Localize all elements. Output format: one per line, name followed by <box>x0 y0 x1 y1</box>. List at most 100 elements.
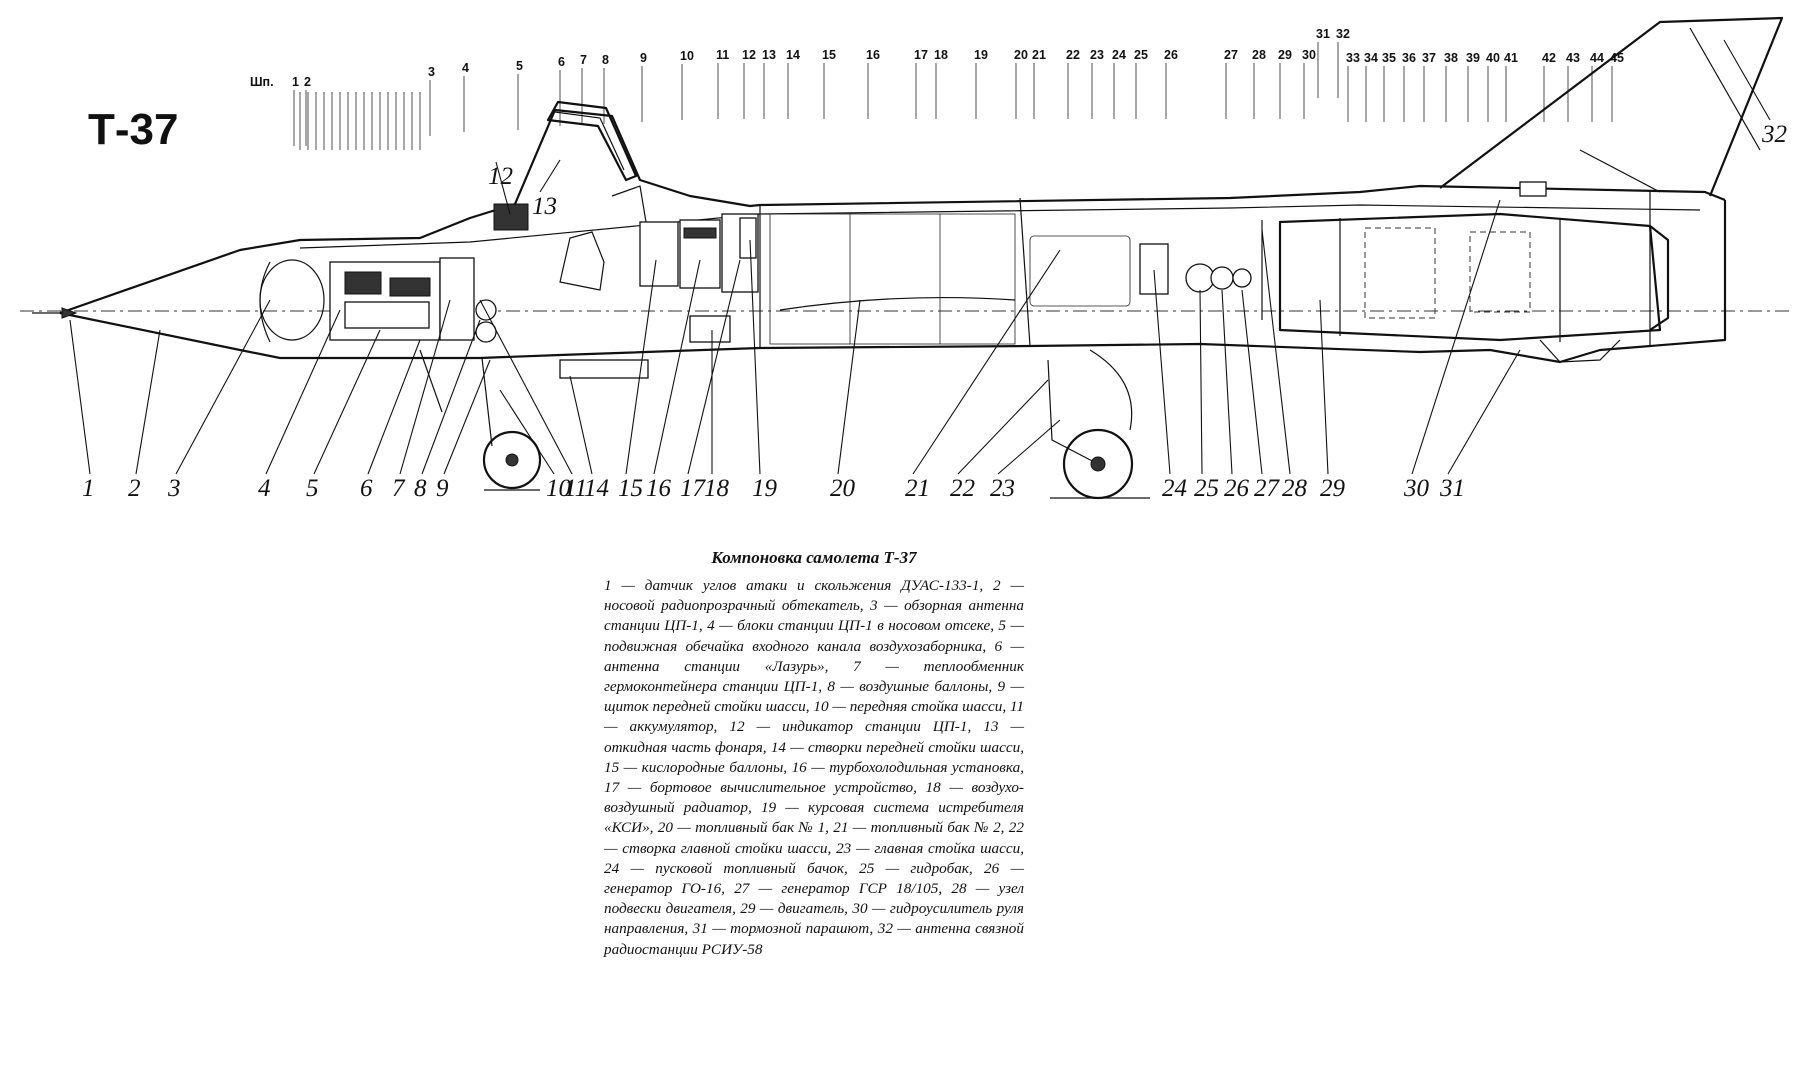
frame-number: 31 <box>1316 27 1330 41</box>
radar-antenna <box>259 259 325 341</box>
fuselage-lower-outline <box>59 200 1727 364</box>
engine-dashed-box-b <box>1469 231 1531 313</box>
bulkhead-mid <box>1019 197 1031 347</box>
ksi-unit <box>739 217 757 259</box>
callout-number: 14 <box>584 475 609 502</box>
generator-gsr <box>1232 268 1252 288</box>
callout-leader <box>399 299 451 475</box>
callout-leader <box>495 161 511 215</box>
cp1-block-a <box>344 271 382 295</box>
frame-number: 44 <box>1590 51 1604 65</box>
callout-leader <box>367 339 421 475</box>
nozzle <box>1649 225 1670 331</box>
callout-leader <box>421 319 481 475</box>
callout-leader <box>1153 269 1171 475</box>
lazur-antenna <box>419 349 443 413</box>
callout-number: 5 <box>306 475 319 502</box>
frame-number: 1 <box>292 75 299 89</box>
frame-number: 9 <box>640 51 647 65</box>
callout-number: 30 <box>1403 475 1430 502</box>
heat-exchanger <box>439 257 475 341</box>
callout-leader <box>749 239 761 475</box>
frame-number: 11 <box>716 48 729 62</box>
fuselage-inner-line <box>299 204 1701 249</box>
frame-number: 37 <box>1422 51 1436 65</box>
nose-equipment-bay <box>329 203 529 413</box>
fuel-tanks <box>769 213 1131 345</box>
callout-number: 6 <box>360 475 373 502</box>
callout-leader <box>1723 39 1771 121</box>
frame-number: 18 <box>934 48 948 62</box>
frame-number: 26 <box>1164 48 1178 62</box>
fuel-tank-2 <box>1029 235 1131 307</box>
generator-go16 <box>1210 266 1234 290</box>
callout-leader <box>499 389 555 475</box>
caption-block: Компоновка самолета Т-37 1 — датчик угло… <box>604 548 1024 960</box>
frame-ruler-ticks <box>299 92 421 150</box>
callout-number: 23 <box>990 475 1015 502</box>
frame-number: 14 <box>786 48 800 62</box>
nose-gear <box>481 357 542 491</box>
caption-body: 1 — датчик углов атаки и скольжения ДУАС… <box>604 577 1024 958</box>
frame-number: 36 <box>1402 51 1416 65</box>
cp1-block-b <box>389 277 431 297</box>
frame-number: 33 <box>1346 51 1360 65</box>
callout-number: 31 <box>1439 475 1465 502</box>
frame-number: 34 <box>1364 51 1378 65</box>
callout-leader <box>539 159 561 193</box>
nose <box>32 259 325 343</box>
callout-leader <box>997 419 1061 475</box>
callout-leader <box>1261 229 1291 475</box>
air-bottle-b <box>475 299 497 321</box>
rudder-actuator-line <box>1579 149 1661 193</box>
frame-number: 39 <box>1466 51 1480 65</box>
callout-number: 32 <box>1761 121 1787 148</box>
frame-number: 38 <box>1444 51 1458 65</box>
callout-leader <box>837 299 861 475</box>
canopy-frame <box>554 111 625 171</box>
callout-leader <box>912 249 1061 475</box>
frame-number: 2 <box>304 75 311 89</box>
frame-number: 6 <box>558 55 565 69</box>
frame-number: 28 <box>1252 48 1266 62</box>
frame-number: 41 <box>1504 51 1518 65</box>
frame-number: 7 <box>580 53 587 67</box>
frame-number: 42 <box>1542 51 1556 65</box>
hydraulic-tank <box>1185 263 1215 293</box>
frame-number: 24 <box>1112 48 1126 62</box>
callout-leader <box>313 329 381 475</box>
ejection-seat <box>559 231 605 291</box>
frame-number: 29 <box>1278 48 1292 62</box>
callout-number: 12 <box>488 163 513 190</box>
start-fuel-tank <box>1139 243 1169 295</box>
callout-number: 27 <box>1254 475 1281 502</box>
callout-number: 11 <box>564 475 587 502</box>
frame-number: 30 <box>1302 48 1316 62</box>
engine-casing <box>1278 212 1662 342</box>
callout-number: 9 <box>436 475 449 502</box>
callout-number: 26 <box>1224 475 1250 502</box>
fuel-line <box>779 296 1016 311</box>
brake-chute-bay <box>1539 339 1621 363</box>
callout-leader <box>1447 349 1521 475</box>
oxygen-bottles <box>639 221 679 287</box>
callout-number: 15 <box>618 475 643 502</box>
callout-leader <box>1241 289 1263 475</box>
callout-leader <box>443 359 491 475</box>
callout-leader <box>479 299 573 475</box>
frame-number: 5 <box>516 59 523 73</box>
frame-number: 32 <box>1336 27 1350 41</box>
canopy <box>546 100 638 182</box>
frame-number: 19 <box>974 48 988 62</box>
callout-number: 28 <box>1282 475 1308 502</box>
fuselage-upper-outline <box>59 108 1726 315</box>
air-radiator <box>689 315 731 343</box>
fin-fairing <box>1519 181 1547 197</box>
callout-leader <box>653 259 701 475</box>
callout-number: 16 <box>646 475 672 502</box>
callout-number: 19 <box>752 475 778 502</box>
callout-number: 10 <box>546 475 572 502</box>
nose-wheel <box>482 430 542 490</box>
mid-equipment <box>559 213 759 379</box>
